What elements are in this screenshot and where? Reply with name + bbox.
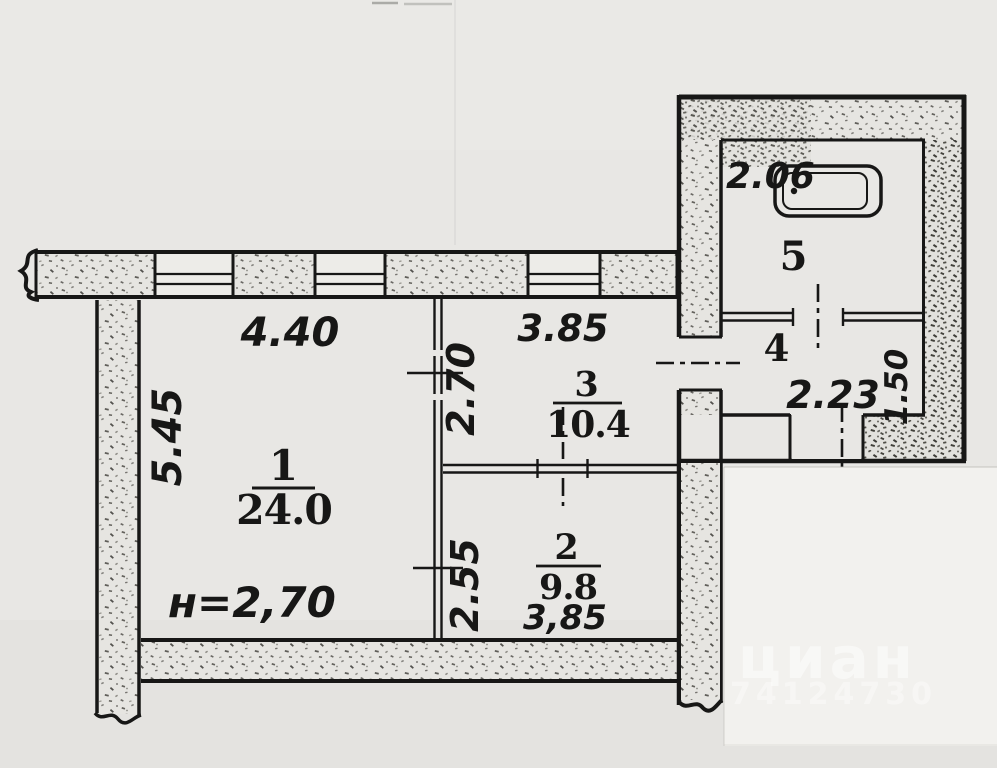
- bathroom-block: [656, 94, 967, 705]
- room1-area: 24.0: [236, 486, 332, 534]
- dim-room1-width: 4.40: [240, 310, 340, 356]
- watermark-number: 74124730: [730, 677, 937, 712]
- partition-room5-room4: [721, 284, 925, 348]
- wall-break-symbol-bottom: [677, 698, 724, 713]
- watermark: циан 74124730: [730, 624, 937, 712]
- dim-room4-niche: 1.50: [879, 349, 915, 426]
- wall-band-bottom: [863, 415, 966, 461]
- window-2: [313, 250, 387, 299]
- left-exterior-wall: [93, 300, 142, 725]
- wall-pier: [34, 250, 157, 299]
- room5-number: 5: [780, 233, 807, 280]
- window-3: [526, 250, 602, 299]
- dim-extension-gap: [430, 350, 446, 356]
- dim-room2-width: 3,85: [523, 598, 607, 638]
- room3-label: 3 10.4: [546, 364, 631, 446]
- wall-band-right: [925, 140, 966, 415]
- wall-band-left: [681, 390, 720, 415]
- partition-room1: [407, 299, 463, 640]
- dim-bath-width: 2.06: [726, 156, 815, 197]
- partition-room3-room2: [443, 407, 679, 506]
- wall-break-symbol-bottom: [93, 711, 142, 725]
- room1-label: 1 24.0: [236, 441, 333, 534]
- room2-area: 9.8: [539, 567, 597, 608]
- wall-band-left: [681, 140, 720, 337]
- bathtub-drain: [790, 187, 798, 195]
- dim-room1-depth: 5.45: [145, 388, 191, 487]
- bathtub-icon: [773, 164, 883, 218]
- dim-room3-width: 3.85: [517, 307, 608, 350]
- top-exterior-wall: [17, 248, 679, 302]
- room1-number: 1: [269, 441, 297, 490]
- wall-band: [681, 463, 720, 700]
- window-1: [153, 250, 235, 299]
- sticker-overlay: [723, 466, 997, 746]
- wall-band: [96, 300, 140, 714]
- room2-number: 2: [554, 527, 577, 568]
- room2-label: 2 9.8: [536, 527, 601, 608]
- dim-room4-width: 2.23: [786, 373, 880, 417]
- dim-room3-depth: 2.70: [439, 342, 483, 436]
- wall-band: [141, 640, 677, 681]
- dim-room2-depth: 2.55: [443, 538, 487, 632]
- wall-pier: [383, 250, 530, 299]
- wall-pier: [598, 250, 679, 299]
- hall-wall-lower: [677, 463, 724, 713]
- room3-area: 10.4: [546, 404, 630, 446]
- dim-extension-gap: [430, 394, 446, 400]
- wall-pier: [231, 250, 317, 299]
- room4-number: 4: [764, 326, 789, 370]
- wall-break-symbol-left: [17, 248, 40, 302]
- watermark-brand: циан: [738, 624, 917, 692]
- ceiling-height-label: н=2,70: [168, 578, 336, 627]
- door-opening: [792, 417, 861, 459]
- room3-number: 3: [574, 364, 597, 405]
- bottom-wall: [141, 638, 679, 683]
- wall-segment-plain: [720, 414, 791, 462]
